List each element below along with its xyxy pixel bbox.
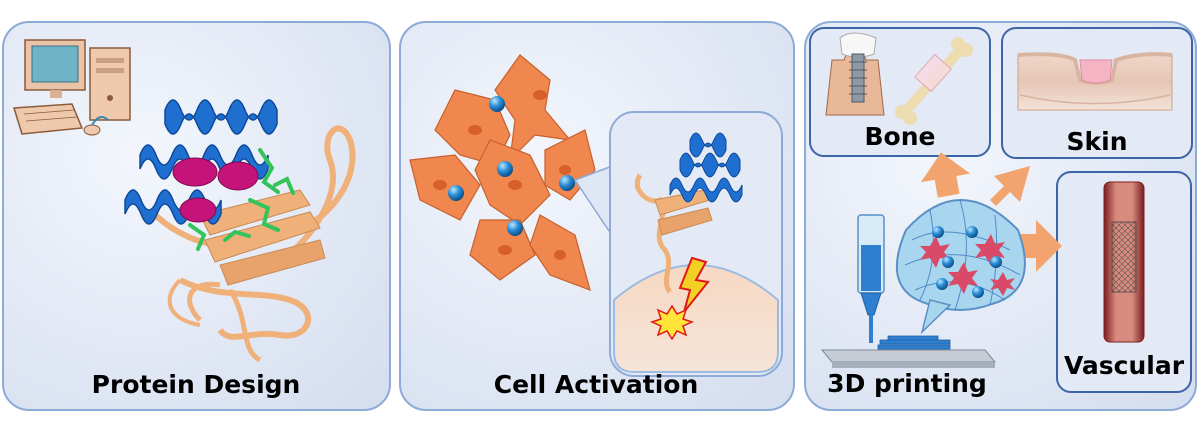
skin-label: Skin	[1067, 127, 1128, 156]
computer-icon	[14, 40, 130, 135]
bead-icon	[448, 185, 464, 201]
panel-cell-activation: Cell Activation	[400, 22, 794, 410]
bone-label: Bone	[865, 122, 936, 151]
spark-icon	[652, 306, 692, 339]
panel-3d-printing: Bone Skin Vascular	[805, 22, 1196, 410]
3d-printing-label: 3D printing	[827, 369, 987, 398]
vascular-target: Vascular	[1057, 172, 1191, 392]
protein-design-label: Protein Design	[92, 370, 301, 399]
bead-icon	[559, 175, 575, 191]
panel-protein-design: Protein Design	[3, 22, 390, 410]
bead-icon	[497, 161, 513, 177]
vascular-label: Vascular	[1064, 351, 1185, 380]
bead-icon	[507, 220, 523, 236]
skin-layer-icon	[1018, 54, 1172, 110]
cell-activation-label: Cell Activation	[494, 370, 699, 399]
vessel-stent-icon	[1104, 182, 1144, 342]
bead-icon	[489, 96, 505, 112]
skin-target: Skin	[1002, 28, 1192, 158]
bone-target: Bone	[810, 28, 990, 156]
